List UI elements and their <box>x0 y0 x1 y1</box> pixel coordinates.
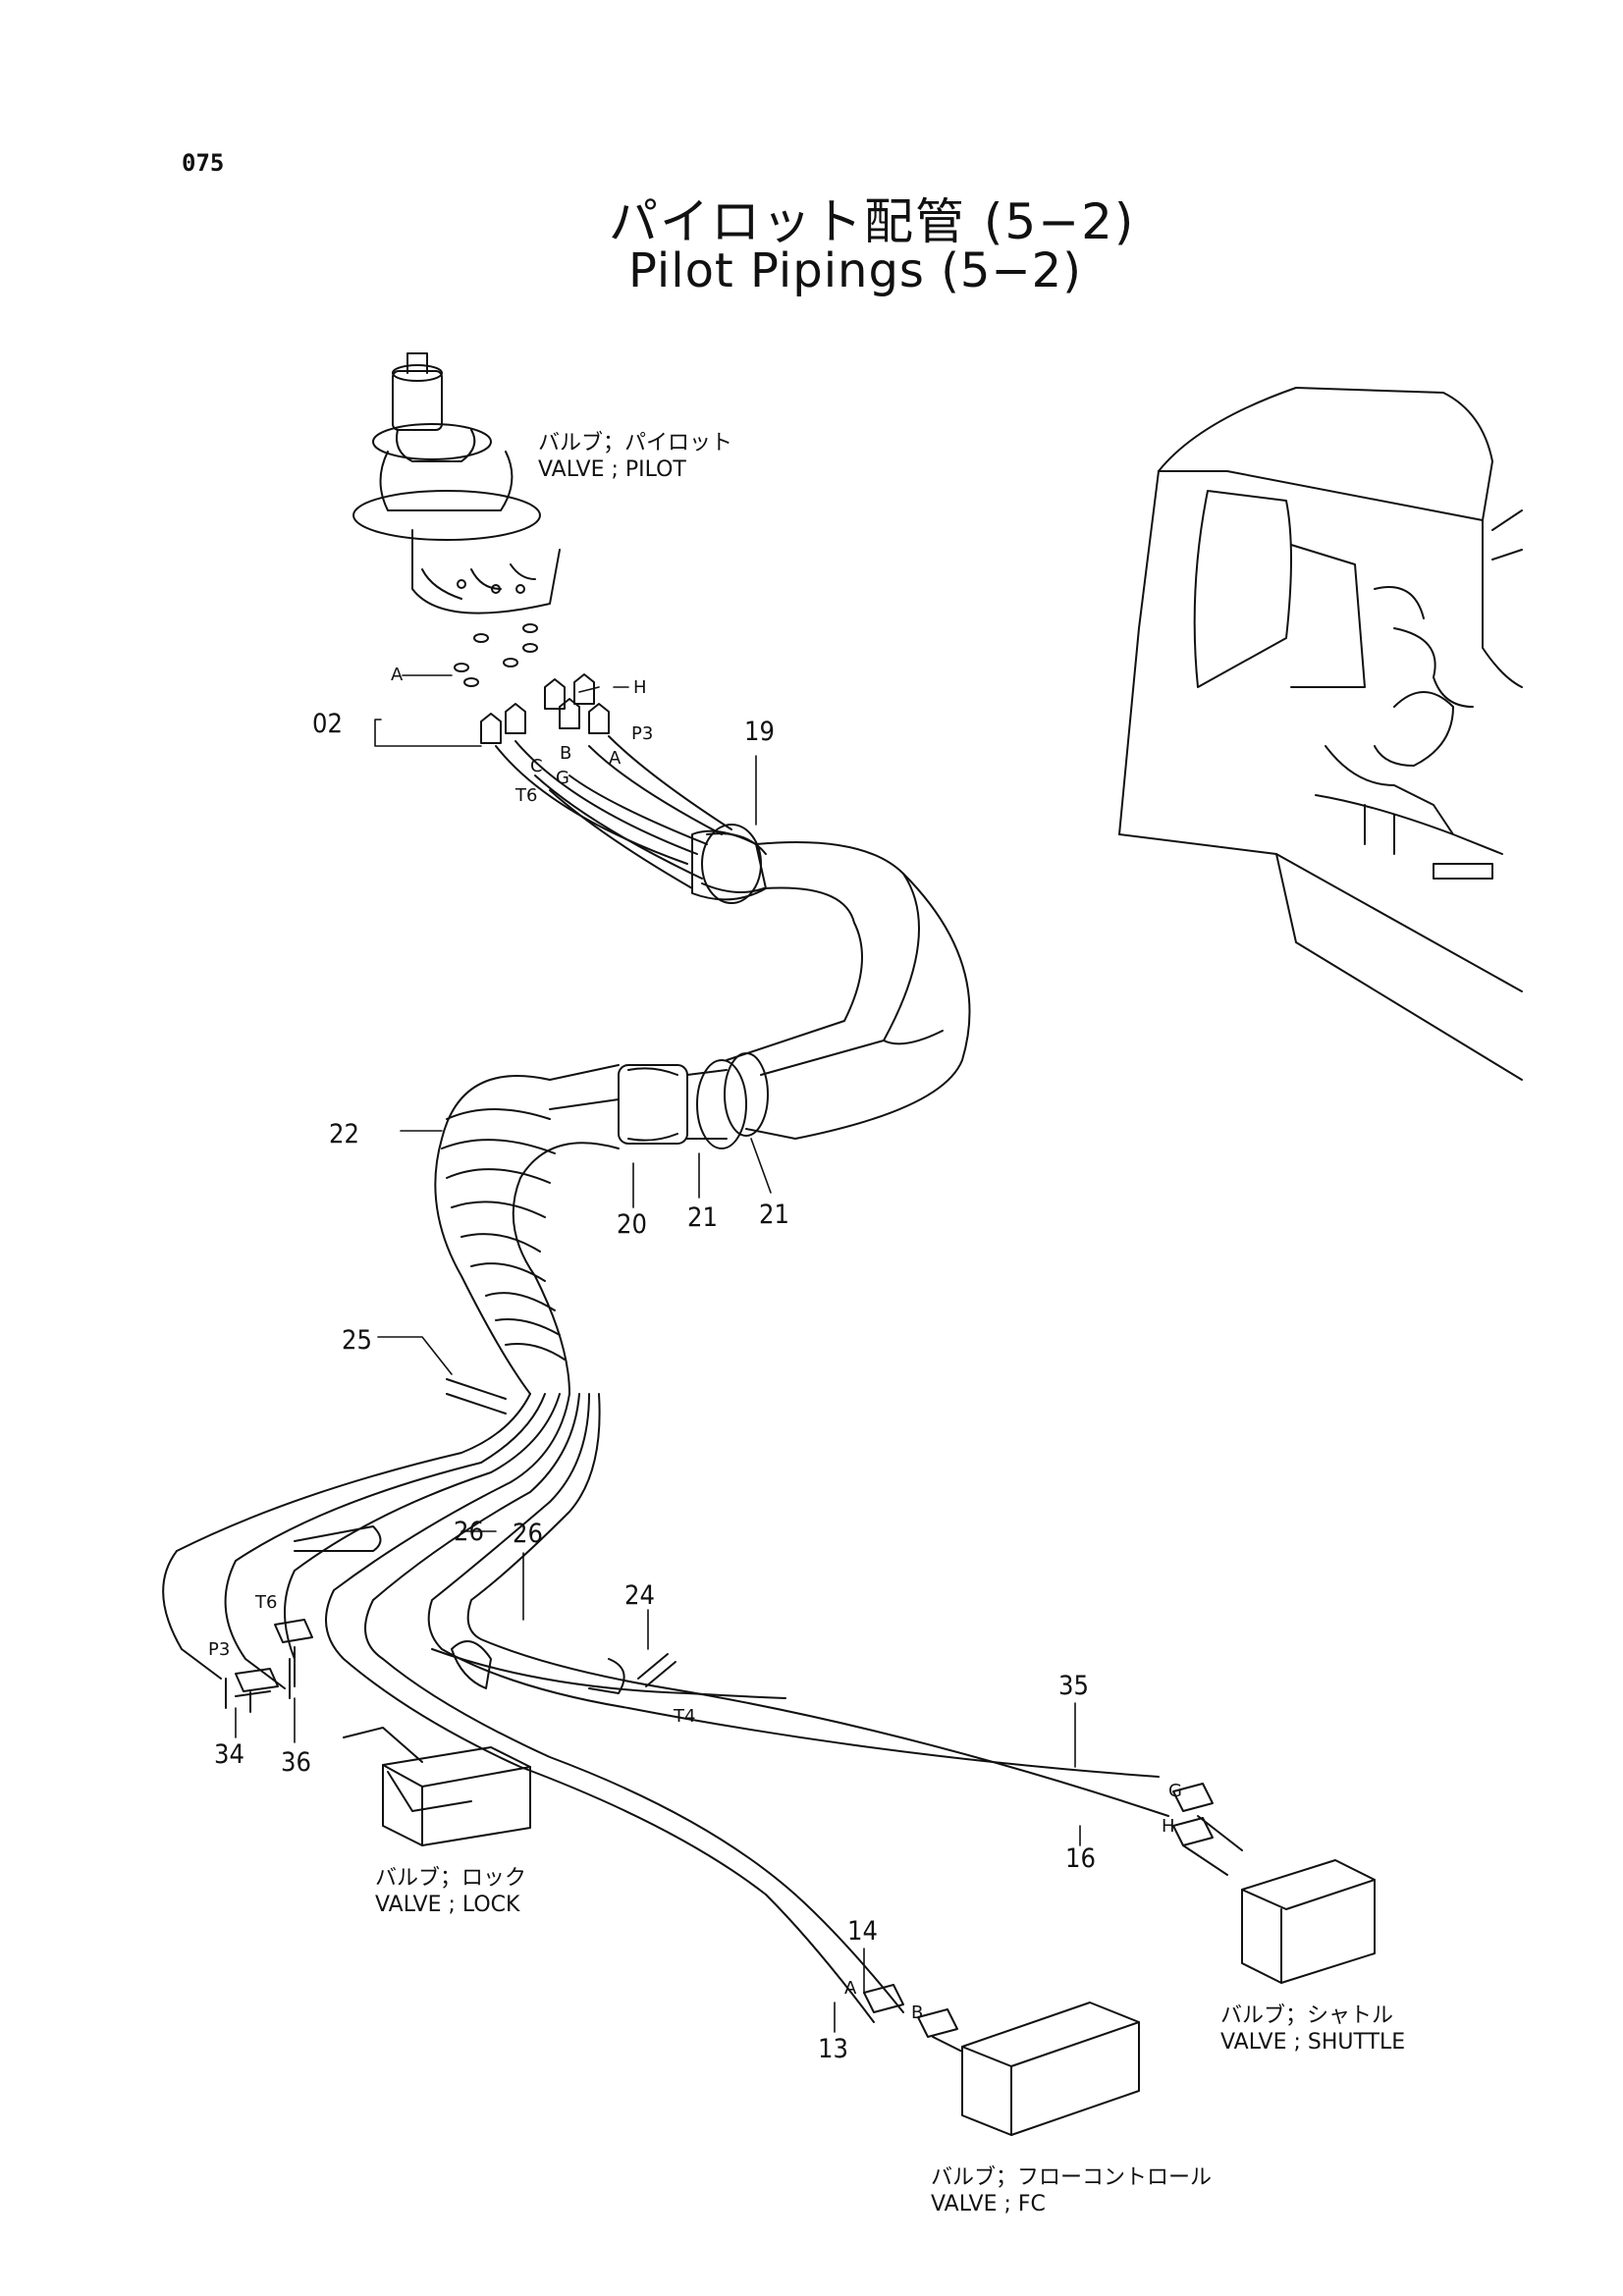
fc-valve-label-en: VALVE ; FC <box>931 2192 1046 2216</box>
port-label-T4: T4 <box>674 1706 696 1727</box>
part-number-21-a: 21 <box>687 1202 718 1233</box>
spiral-guard-drawing <box>435 1065 619 1394</box>
part-number-22: 22 <box>329 1119 359 1149</box>
part-number-24: 24 <box>624 1580 655 1611</box>
shuttle-valve-label: バルブ；シャトル VALVE ; SHUTTLE <box>1220 2002 1405 2056</box>
shuttle-fittings <box>1173 1784 1213 1845</box>
port-label-H: H <box>633 677 647 698</box>
port-label-B: B <box>560 743 572 764</box>
part-number-35: 35 <box>1058 1671 1089 1701</box>
pilot-fittings <box>481 674 609 743</box>
part-number-26-b: 26 <box>513 1519 543 1549</box>
protector-sleeve <box>692 825 970 1139</box>
lock-valve-label-ja: バルブ；ロック <box>375 1866 527 1891</box>
part-number-02: 02 <box>312 709 343 739</box>
lock-fittings <box>226 1620 312 1712</box>
part-number-26-a: 26 <box>454 1517 484 1547</box>
pilot-valve-drawing <box>353 353 560 686</box>
port-label-T6: T6 <box>515 785 538 806</box>
leader-lines <box>236 675 1080 2032</box>
title-japanese: パイロット配管 (5−2) <box>609 193 1136 250</box>
lock-valve-drawing <box>344 1728 530 1845</box>
upper-hose-bundle <box>496 736 731 888</box>
clamp-drawings <box>619 1053 768 1148</box>
port-label-A-fc: A <box>844 1978 857 1999</box>
pilot-valve-label-ja: バルブ；パイロット <box>538 431 733 455</box>
lock-valve-label: バルブ；ロック VALVE ; LOCK <box>375 1865 526 1918</box>
fc-valve-drawing <box>933 2002 1139 2135</box>
fc-valve-label: バルブ；フローコントロール VALVE ; FC <box>931 2164 1212 2217</box>
lower-hose-bundle <box>163 1394 1168 2022</box>
port-label-A2: A <box>609 748 622 769</box>
shuttle-valve-label-en: VALVE ; SHUTTLE <box>1220 2030 1406 2055</box>
port-label-G: G <box>556 768 569 788</box>
port-label-A: A <box>391 665 404 685</box>
fc-fittings <box>864 1985 957 2037</box>
part-number-36: 36 <box>281 1747 311 1778</box>
part-number-21-b: 21 <box>759 1200 789 1230</box>
pilot-valve-label-en: VALVE ; PILOT <box>538 457 686 482</box>
part-number-16: 16 <box>1065 1843 1096 1874</box>
part-number-13: 13 <box>818 2034 848 2064</box>
fc-valve-label-ja: バルブ；フローコントロール <box>931 2165 1213 2190</box>
lock-valve-label-en: VALVE ; LOCK <box>375 1893 520 1917</box>
port-label-T6-lock: T6 <box>255 1592 278 1613</box>
title-english: Pilot Pipings (5−2) <box>628 243 1082 298</box>
hose-bands <box>295 1379 676 1693</box>
part-number-34: 34 <box>214 1739 244 1770</box>
port-label-B-fc: B <box>911 2002 924 2023</box>
shuttle-valve-label-ja: バルブ；シャトル <box>1220 2003 1394 2028</box>
pilot-valve-label: バルブ；パイロット VALVE ; PILOT <box>538 430 732 483</box>
part-number-14: 14 <box>847 1916 878 1947</box>
shuttle-valve-drawing <box>1183 1816 1375 1983</box>
port-label-H-shuttle: H <box>1162 1816 1175 1837</box>
part-number-20: 20 <box>617 1209 647 1240</box>
port-label-G-shuttle: G <box>1168 1781 1182 1801</box>
port-label-P3: P3 <box>631 723 654 744</box>
page-number: 075 <box>182 149 225 177</box>
part-number-19: 19 <box>744 717 775 747</box>
part-number-25: 25 <box>342 1325 372 1356</box>
excavator-cab-drawing <box>1119 388 1522 1080</box>
port-label-C: C <box>530 756 543 776</box>
port-label-P3-lock: P3 <box>208 1639 231 1660</box>
